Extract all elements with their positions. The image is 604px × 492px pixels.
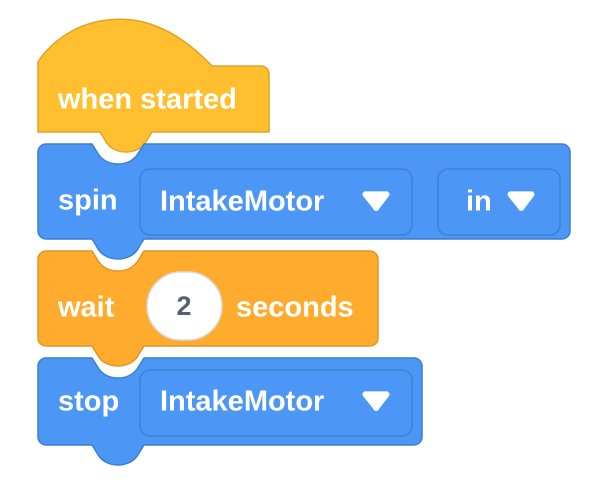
block-wait[interactable]: wait 2 seconds <box>37 250 379 367</box>
wait-seconds-label: seconds <box>236 292 354 324</box>
wait-duration-input[interactable]: 2 <box>146 271 223 341</box>
when-started-label: when started <box>57 84 237 116</box>
block-when-started[interactable]: when started <box>37 18 270 153</box>
stop-motor-dropdown[interactable]: IntakeMotor <box>139 369 413 437</box>
block-spin[interactable]: spin IntakeMotor in <box>37 143 571 260</box>
spin-direction-dropdown[interactable]: in <box>437 168 561 236</box>
spin-direction-dropdown-bg <box>437 168 561 236</box>
stop-motor-dropdown-value: IntakeMotor <box>160 386 324 418</box>
spin-motor-dropdown-bg <box>139 168 413 236</box>
block-stop[interactable]: stop IntakeMotor <box>37 357 423 466</box>
stop-motor-dropdown-bg <box>139 369 413 437</box>
chevron-down-icon[interactable] <box>362 391 390 411</box>
spin-motor-dropdown-value: IntakeMotor <box>160 186 324 218</box>
spin-label: spin <box>58 185 118 217</box>
spin-motor-dropdown[interactable]: IntakeMotor <box>139 168 413 236</box>
wait-duration-input-value: 2 <box>176 291 191 321</box>
wait-duration-input-bg[interactable] <box>146 271 223 341</box>
spin-direction-dropdown-value: in <box>466 186 492 218</box>
chevron-down-icon[interactable] <box>362 191 390 211</box>
chevron-down-icon[interactable] <box>507 191 535 211</box>
wait-label: wait <box>57 292 115 324</box>
when-started-body <box>37 18 270 153</box>
stop-label: stop <box>58 386 119 418</box>
